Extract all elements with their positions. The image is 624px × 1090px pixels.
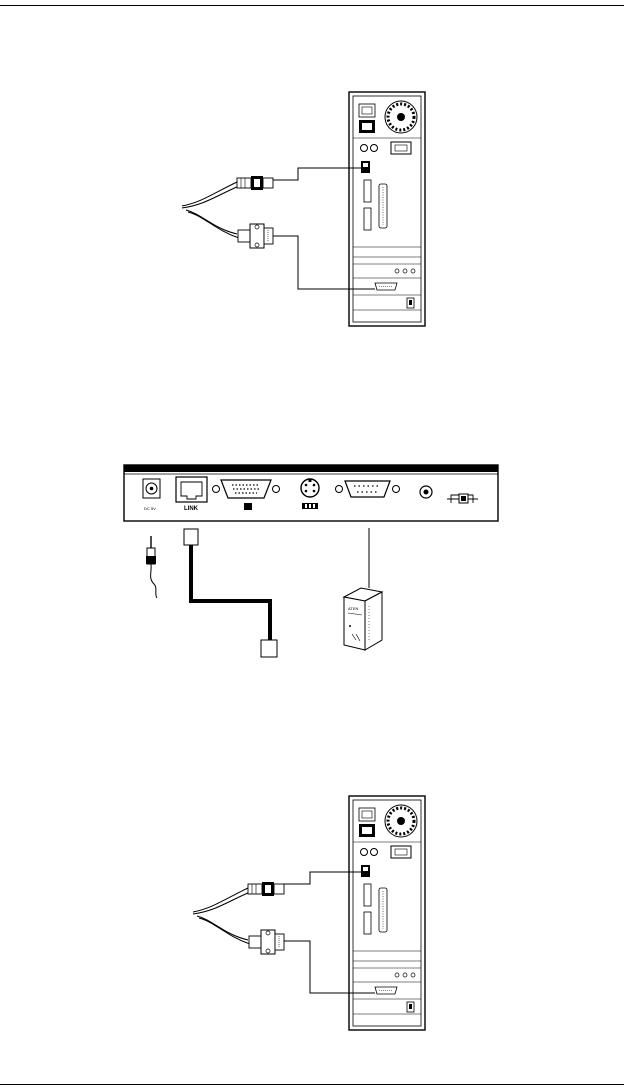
computer-tower-top — [349, 92, 425, 326]
link-label: LINK — [184, 506, 199, 512]
server-brand: ATEN — [348, 606, 358, 611]
unit-rear-panel: DC 5V LINK — [124, 465, 498, 521]
server-icon: ATEN — [344, 588, 382, 650]
cat5e-cable — [184, 529, 277, 657]
power-adapter-plug — [146, 536, 157, 598]
computer-tower-bottom — [349, 796, 425, 1030]
dc-label: DC 5V — [144, 506, 156, 511]
audio-jack-icon — [420, 486, 432, 498]
ps2-port-icon — [301, 479, 319, 509]
kvm-cable-top — [182, 176, 273, 248]
kvm-cable-bottom — [193, 882, 284, 954]
